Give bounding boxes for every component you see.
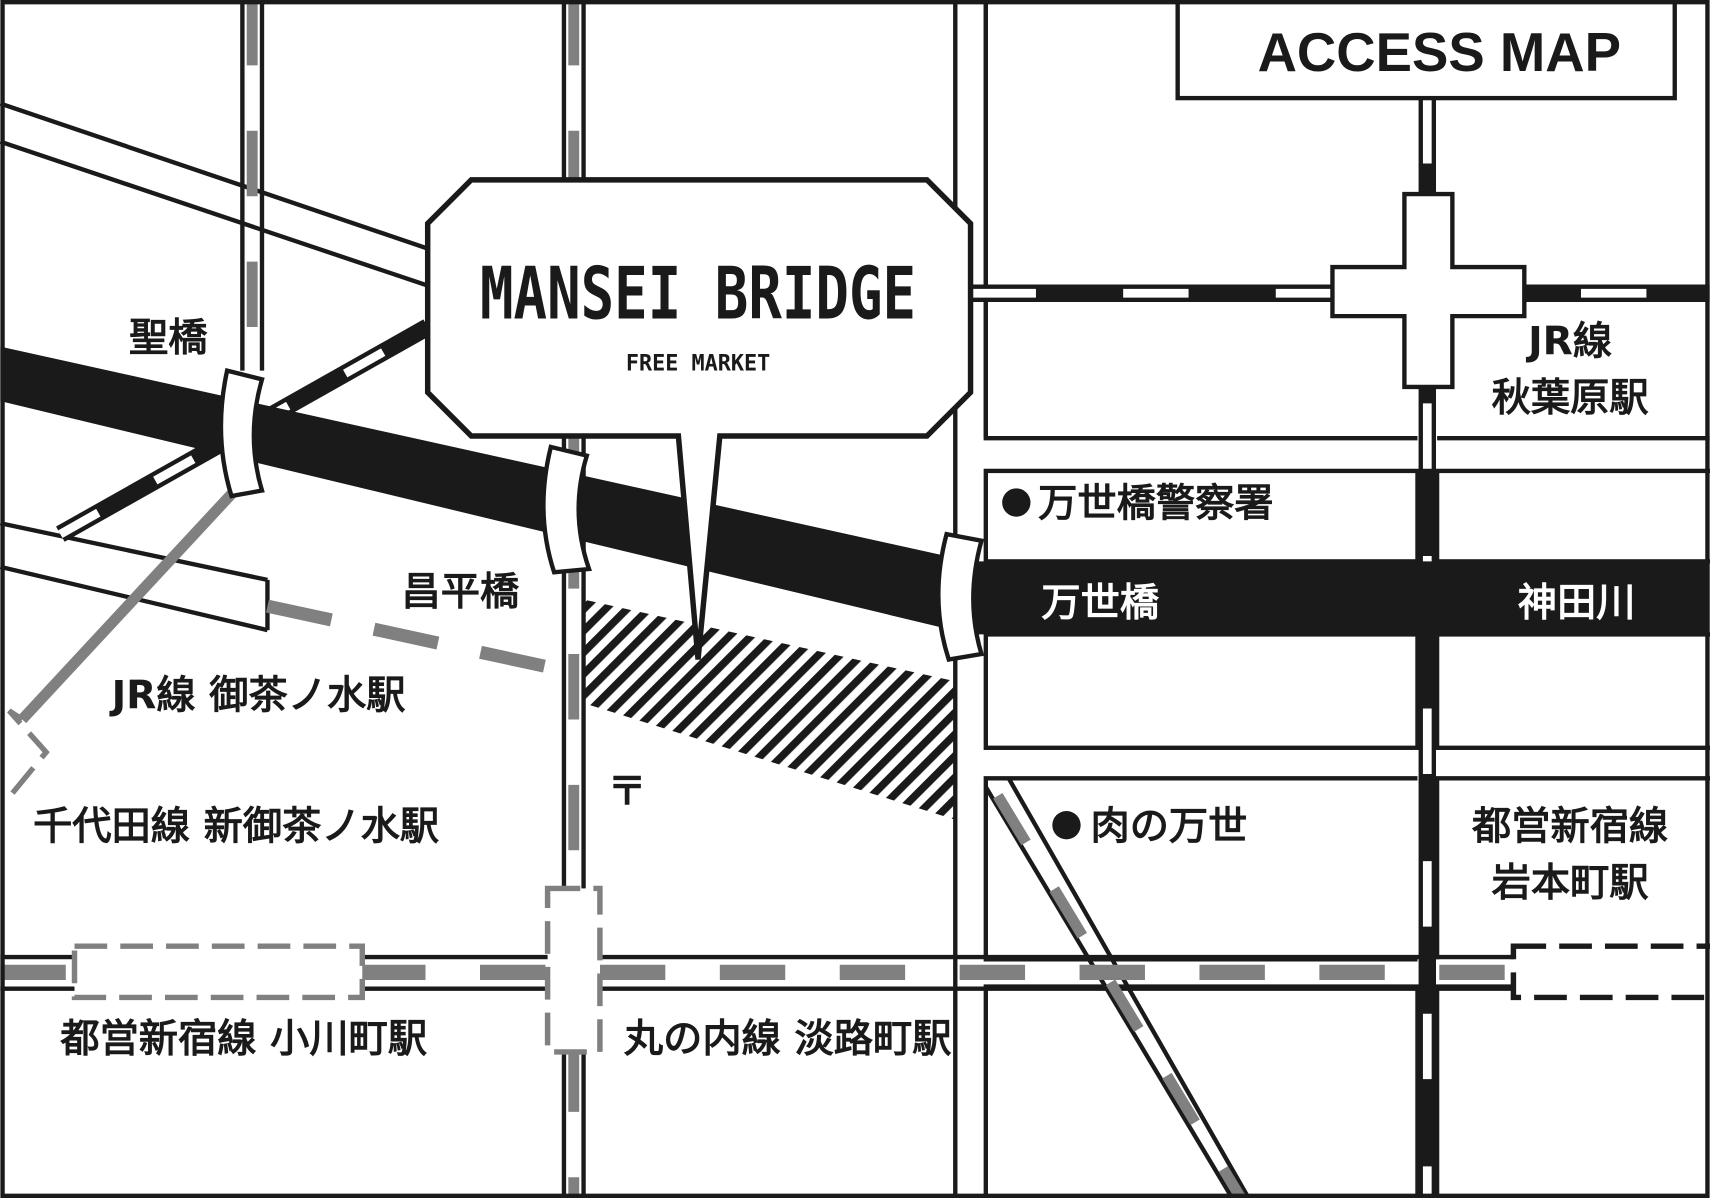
label-awajicho: 丸の内線 淡路町駅: [623, 1017, 952, 1062]
label-jr-ochanomizu: JR線 御茶ノ水駅: [109, 674, 407, 719]
venue-subtitle: FREE MARKET: [626, 352, 770, 377]
label-jr-line: JR線: [1525, 319, 1612, 364]
label-hijiribashi: 聖橋: [129, 316, 208, 361]
label-niku-no-mansei: 肉の万世: [1090, 804, 1247, 849]
venue-name: MANSEI BRIDGE: [480, 251, 916, 335]
police-marker-icon: [1002, 488, 1031, 517]
label-iwamotocho: 岩本町駅: [1492, 861, 1650, 906]
map-title: ACCESS MAP: [1258, 22, 1621, 83]
label-toei-line: 都営新宿線: [1471, 804, 1668, 849]
label-shin-ochanomizu: 千代田線 新御茶ノ水駅: [33, 804, 440, 849]
label-shoheibashi: 昌平橋: [402, 570, 520, 615]
label-police: 万世橋警察署: [1038, 482, 1273, 527]
venue-callout: MANSEI BRIDGE FREE MARKET: [424, 177, 974, 660]
label-ogawamachi: 都営新宿線 小川町駅: [59, 1017, 428, 1062]
restaurant-marker-icon: [1052, 811, 1081, 840]
label-akihabara-station: 秋葉原駅: [1492, 376, 1650, 421]
label-manseibashi: 万世橋: [1041, 581, 1159, 626]
bridges: [218, 367, 985, 662]
post-office-icon: 〒: [608, 769, 647, 814]
kanda-river: [0, 346, 1710, 635]
label-kandagawa: 神田川: [1518, 581, 1636, 626]
station-markers: [3, 191, 1710, 1055]
venue-area: [583, 599, 956, 820]
